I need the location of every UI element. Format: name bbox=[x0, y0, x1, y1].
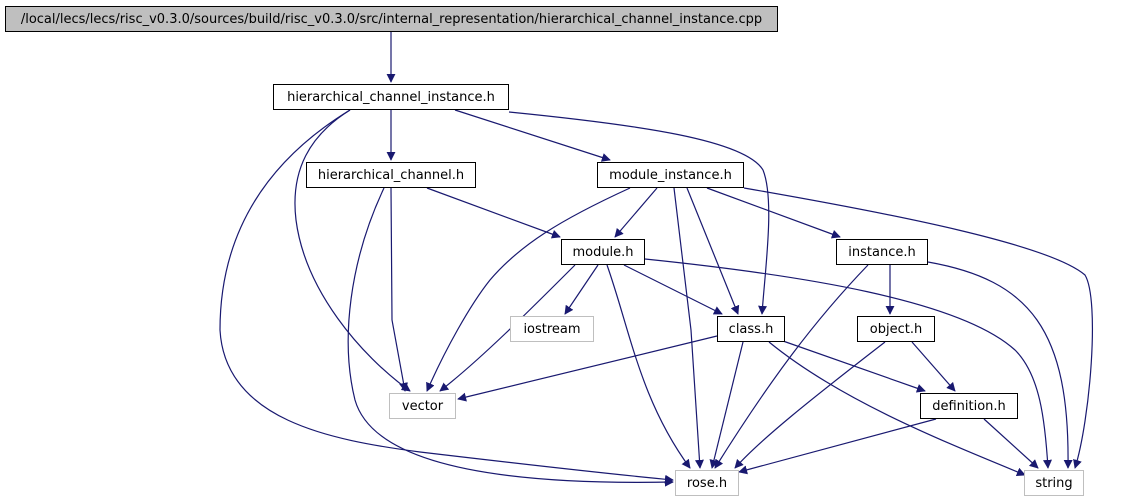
node-definition-h[interactable]: definition.h bbox=[920, 393, 1018, 419]
edge-hc-h-to-rose-h bbox=[347, 187, 674, 487]
edge-module-h-to-rose-h bbox=[606, 264, 691, 469]
node-hierarchical-channel-h[interactable]: hierarchical_channel.h bbox=[306, 162, 476, 188]
edge-hci-h-to-rose-h bbox=[219, 109, 674, 484]
node-string: string bbox=[1024, 470, 1084, 496]
edge-hci-h-to-class-h bbox=[508, 111, 770, 315]
edge-mi-h-to-instance-h bbox=[706, 187, 841, 239]
edge-module-h-to-iostream bbox=[564, 264, 599, 315]
node-module-instance-h[interactable]: module_instance.h bbox=[597, 162, 744, 188]
edge-definition-h-to-rose-h bbox=[738, 418, 937, 475]
edge-hci-h-to-vector bbox=[294, 109, 411, 392]
node-instance-h[interactable]: instance.h bbox=[836, 239, 928, 265]
edge-module-h-to-vector bbox=[439, 264, 576, 392]
node-iostream: iostream bbox=[510, 316, 594, 342]
edge-mi-h-to-rose-h bbox=[673, 187, 704, 469]
edge-hc-h-to-vector bbox=[390, 187, 408, 392]
node-module-h[interactable]: module.h bbox=[561, 239, 645, 265]
edge-module-h-to-string bbox=[644, 258, 1052, 469]
edge-mi-h-to-vector bbox=[426, 187, 631, 392]
edge-module-h-to-class-h bbox=[623, 264, 723, 315]
edge-object-h-to-definition-h bbox=[911, 341, 956, 392]
edge-mi-h-to-class-h bbox=[686, 187, 740, 315]
edge-definition-h-to-string bbox=[983, 418, 1039, 469]
node-root-file: /local/lecs/lecs/risc_v0.3.0/sources/bui… bbox=[5, 6, 778, 32]
edge-instance-h-to-rose-h bbox=[714, 264, 869, 469]
edge-mi-h-to-string bbox=[743, 187, 1094, 469]
edge-class-h-to-string bbox=[768, 341, 1026, 477]
node-vector: vector bbox=[389, 393, 456, 419]
edge-class-h-to-rose-h bbox=[709, 341, 744, 469]
edge-mi-h-to-module-h bbox=[614, 187, 658, 238]
node-object-h[interactable]: object.h bbox=[857, 316, 935, 342]
edge-hc-h-to-module-h bbox=[426, 187, 561, 239]
edge-instance-h-to-string bbox=[927, 261, 1073, 469]
node-class-h[interactable]: class.h bbox=[717, 316, 785, 342]
node-rose-h: rose.h bbox=[675, 470, 739, 496]
edge-layer bbox=[219, 32, 1094, 487]
edge-hci-h-to-mi-h bbox=[454, 109, 611, 162]
edge-object-h-to-rose-h bbox=[734, 341, 886, 469]
node-hierarchical-channel-instance-h[interactable]: hierarchical_channel_instance.h bbox=[273, 84, 509, 110]
edge-class-h-to-vector bbox=[457, 335, 718, 402]
